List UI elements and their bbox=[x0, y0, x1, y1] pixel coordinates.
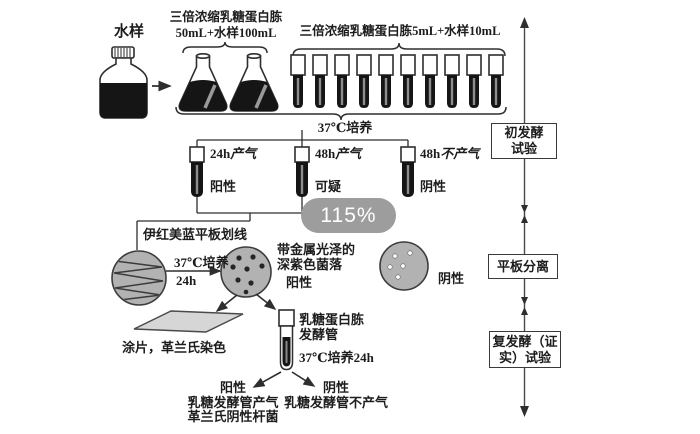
test-tube-icon bbox=[400, 146, 416, 197]
positive-colony-desc-line1: 带金属光泽的 bbox=[277, 242, 356, 257]
final-positive-title: 阳性 bbox=[219, 380, 247, 395]
flow-axis-divider bbox=[521, 297, 528, 315]
branch-1-result-label: 阳性 bbox=[210, 179, 237, 194]
flask-medium-label-line2: 50mL+水样100mL bbox=[175, 26, 277, 40]
water-sample-label: 水样 bbox=[114, 24, 145, 40]
dilution-tubes-group bbox=[290, 54, 504, 108]
test-tube-icon bbox=[334, 54, 350, 108]
final-negative-line1: 乳糖发酵管不产气 bbox=[283, 394, 389, 410]
incubation-label: 37℃培养 bbox=[317, 120, 373, 135]
final-positive-result: 阳性 乳糖发酵管产气 革兰氏阴性杆菌 bbox=[187, 380, 279, 425]
colony-plate-negative-icon bbox=[379, 241, 429, 291]
arrow-to-slide bbox=[215, 294, 238, 312]
smear-label: 涂片，革兰氏染色 bbox=[122, 340, 227, 355]
final-negative-result: 阴性 乳糖发酵管不产气 bbox=[283, 380, 389, 410]
test-tube-icon bbox=[356, 54, 372, 108]
test-tube-icon bbox=[378, 54, 394, 108]
erlenmeyer-flask-icon bbox=[229, 52, 279, 112]
arrow-to-confirm-tube bbox=[255, 293, 277, 310]
transfer-connector-lines bbox=[136, 197, 303, 250]
confirm-tube-label-line2: 发酵管 bbox=[299, 327, 339, 342]
flow-axis-divider bbox=[521, 205, 528, 223]
streak-plate-icon bbox=[111, 250, 167, 306]
test-tube-icon bbox=[290, 54, 306, 108]
streak-plate-label: 伊红美蓝平板划线 bbox=[143, 227, 248, 242]
stage-box-initial-fermentation: 初发酵 试验 bbox=[491, 123, 557, 159]
zoom-level-value: 115% bbox=[320, 203, 377, 227]
test-tube-icon bbox=[400, 54, 416, 108]
tubes-brace bbox=[292, 42, 506, 57]
arrow-to-positive-result bbox=[252, 371, 282, 388]
arrow-to-negative-result bbox=[291, 371, 316, 387]
test-tube-icon bbox=[312, 54, 328, 108]
colony-plate-positive-icon bbox=[220, 246, 272, 298]
test-tube-icon bbox=[488, 54, 504, 108]
test-tube-icon bbox=[444, 54, 460, 108]
zoom-level-badge: 115% bbox=[301, 198, 396, 233]
branch-2-time-label: 48h产气 bbox=[315, 146, 362, 161]
erlenmeyer-flask-icon bbox=[178, 52, 228, 112]
tube-medium-label: 三倍浓缩乳糖蛋白胨5mL+水样10mL bbox=[299, 24, 501, 38]
final-positive-line1: 乳糖发酵管产气 bbox=[187, 394, 279, 410]
flask-medium-label-line1: 三倍浓缩乳糖蛋白胨 bbox=[169, 10, 283, 24]
plate-negative-result-label: 阴性 bbox=[438, 271, 465, 286]
branch-connector-lines bbox=[196, 130, 409, 147]
result-tubes-group bbox=[189, 146, 416, 197]
test-tube-icon bbox=[189, 146, 205, 197]
fermentation-tube-icon bbox=[278, 309, 295, 371]
plate-positive-result-label: 阳性 bbox=[286, 275, 313, 290]
confirm-tube-label-line1: 乳糖蛋白胨 bbox=[299, 312, 365, 327]
glass-slide-icon bbox=[133, 310, 244, 333]
plate-duration-label: 24h bbox=[176, 273, 197, 288]
test-tube-icon bbox=[466, 54, 482, 108]
final-negative-title: 阴性 bbox=[322, 380, 350, 395]
branch-2-result-label: 可疑 bbox=[315, 179, 342, 194]
confirm-incubation-label: 37℃培养24h bbox=[299, 350, 374, 365]
flask-brace bbox=[182, 41, 268, 54]
erlenmeyer-flasks-group bbox=[178, 52, 279, 112]
branch-3-result-label: 阴性 bbox=[420, 179, 447, 194]
positive-colony-desc-line2: 深紫色菌落 bbox=[277, 257, 343, 272]
branch-3-time-label: 48h不产气 bbox=[420, 146, 480, 161]
final-positive-line2: 革兰氏阴性杆菌 bbox=[187, 409, 279, 424]
water-bottle-icon bbox=[99, 46, 148, 119]
stage-box-confirm-fermentation: 复发酵（证 实）试验 bbox=[489, 331, 561, 368]
plate-incubation-label: 37℃培养 bbox=[174, 255, 229, 270]
test-tube-icon bbox=[422, 54, 438, 108]
stage-box-plate-separation: 平板分离 bbox=[488, 254, 558, 279]
branch-1-time-label: 24h产气 bbox=[210, 146, 257, 161]
incubation-brace bbox=[175, 106, 507, 121]
test-tube-icon bbox=[294, 146, 310, 197]
